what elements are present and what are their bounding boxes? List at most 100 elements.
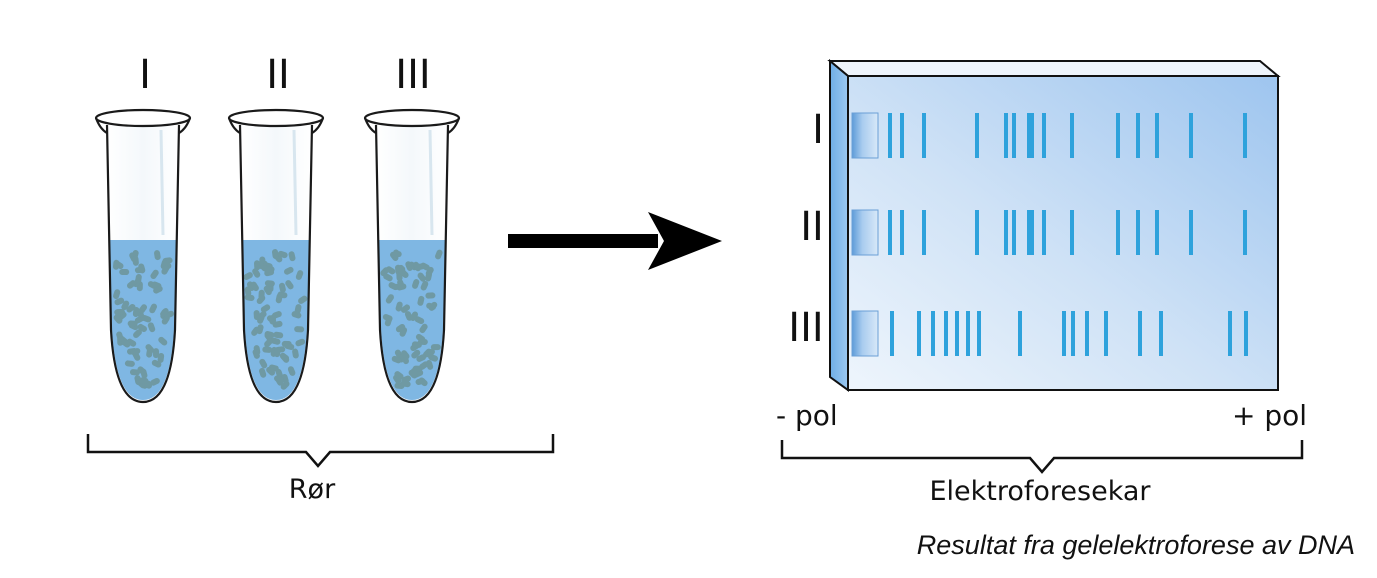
dna-particle xyxy=(425,292,436,299)
dna-particle xyxy=(419,361,429,370)
dna-band xyxy=(944,311,948,356)
dna-particle xyxy=(284,342,295,351)
dna-band xyxy=(1012,113,1016,158)
dna-particle xyxy=(298,295,308,304)
dna-particle xyxy=(295,270,304,280)
dna-particle xyxy=(393,374,402,385)
dna-particle xyxy=(261,265,272,273)
dna-particle xyxy=(274,375,284,384)
gel-lane-2 xyxy=(851,209,1247,256)
dna-particle xyxy=(272,249,279,259)
dna-band xyxy=(977,311,981,356)
dna-particle xyxy=(116,331,124,342)
dna-band xyxy=(1243,113,1247,158)
dna-band xyxy=(1244,311,1248,356)
dna-particle xyxy=(411,341,422,348)
dna-particle xyxy=(138,304,148,314)
dna-particle xyxy=(397,264,405,275)
dna-particle xyxy=(287,366,296,376)
dna-band xyxy=(1071,311,1075,356)
gel-lane-3 xyxy=(851,310,1248,357)
dna-particle xyxy=(418,377,428,387)
minus-pole-label: - pol xyxy=(776,399,838,432)
dna-particles xyxy=(112,249,175,389)
plus-pole-label: + pol xyxy=(1232,399,1307,432)
dna-particle xyxy=(394,371,404,380)
test-tube-1 xyxy=(94,108,192,404)
dna-particle xyxy=(145,344,155,354)
dna-band xyxy=(1027,210,1034,255)
dna-particle xyxy=(425,360,434,370)
dna-particle xyxy=(400,304,411,313)
tube-highlight xyxy=(292,129,298,236)
dna-particle xyxy=(149,303,158,314)
gel-group-label: Elektroforesekar xyxy=(929,476,1151,507)
tube-liquid xyxy=(242,240,310,400)
tube-flare-right xyxy=(447,117,461,134)
tubes-group xyxy=(94,108,461,404)
dna-particle xyxy=(411,349,421,359)
gel-side-face xyxy=(829,58,849,392)
dna-particle xyxy=(277,291,288,299)
dna-band xyxy=(1116,113,1120,158)
dna-particle xyxy=(270,337,281,345)
dna-particle xyxy=(133,329,142,338)
tube-flare-right xyxy=(178,117,192,134)
tube-outline xyxy=(105,124,181,404)
dna-particle xyxy=(263,285,272,296)
dna-band xyxy=(931,311,935,356)
gel-lane-label-3: III xyxy=(788,305,823,351)
gel-lanes xyxy=(851,112,1248,357)
dna-band xyxy=(1228,311,1232,356)
dna-particle xyxy=(153,285,163,294)
dna-particle xyxy=(250,281,259,292)
dna-particle xyxy=(157,352,165,363)
dna-particle xyxy=(153,348,160,359)
tubes-bracket xyxy=(86,434,555,468)
dna-particle xyxy=(130,348,141,355)
dna-particle xyxy=(126,303,136,313)
gel-box xyxy=(827,58,1281,392)
dna-band xyxy=(1070,210,1074,255)
dna-particle xyxy=(410,367,417,378)
dna-band xyxy=(890,311,894,356)
dna-band xyxy=(922,113,926,158)
gel-bracket xyxy=(780,440,1304,474)
dna-band xyxy=(1243,210,1247,255)
gel-well xyxy=(851,310,879,357)
dna-band xyxy=(888,210,892,255)
dna-band xyxy=(1159,311,1163,356)
dna-band xyxy=(975,113,979,158)
tube-rim xyxy=(363,108,461,128)
gel-lane-1 xyxy=(851,112,1247,159)
dna-particle xyxy=(113,289,121,300)
dna-particle xyxy=(426,348,435,358)
dna-particle xyxy=(252,268,261,278)
dna-particle xyxy=(140,368,148,379)
dna-particle xyxy=(114,260,124,270)
dna-particle xyxy=(391,355,402,364)
dna-particle xyxy=(295,338,306,347)
dna-particle xyxy=(138,377,149,384)
dna-band xyxy=(1027,113,1034,158)
dna-particle xyxy=(291,311,302,319)
dna-particle xyxy=(396,283,407,291)
dna-band xyxy=(1062,311,1066,356)
dna-particle xyxy=(294,326,305,333)
dna-particle xyxy=(244,286,252,297)
dna-particle xyxy=(162,260,172,269)
dna-band xyxy=(1136,113,1140,158)
tube-highlight xyxy=(159,129,165,236)
tube-label-3: III xyxy=(395,52,430,98)
dna-particle xyxy=(262,346,273,353)
dna-particle xyxy=(401,350,410,360)
dna-particle xyxy=(279,352,290,362)
dna-band xyxy=(975,210,979,255)
dna-particle xyxy=(160,308,169,318)
dna-particle xyxy=(264,338,273,348)
dna-band xyxy=(955,311,959,356)
dna-particle xyxy=(285,280,294,290)
dna-band xyxy=(1004,210,1008,255)
dna-particle xyxy=(257,311,267,320)
dna-band xyxy=(1042,113,1046,158)
